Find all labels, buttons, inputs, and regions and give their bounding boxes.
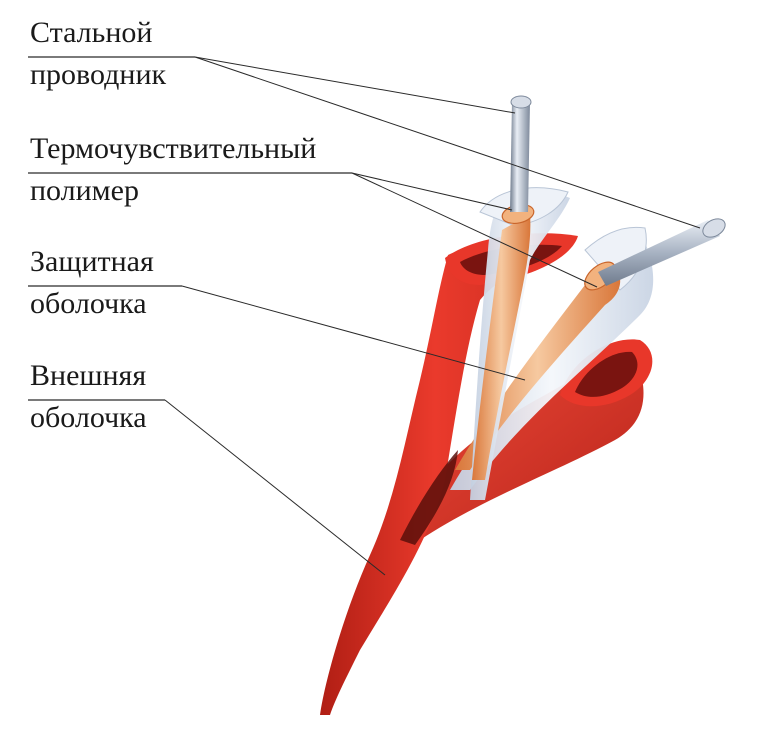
cable-illustration (320, 95, 726, 715)
leader-polymer-to-left (351, 172, 513, 211)
leader-steel-to-right (194, 56, 701, 229)
label-steel-line2: проводник (30, 58, 167, 91)
label-protective-line2: оболочка (30, 287, 147, 320)
label-outer-line2: оболочка (30, 401, 147, 434)
leader-steel-to-left (194, 56, 516, 114)
label-polymer-line2: полимер (30, 174, 139, 207)
label-steel-line1: Стальной (30, 16, 152, 49)
leader-protective (181, 285, 526, 381)
label-outer-line1: Внешняя (30, 359, 146, 392)
label-protective-line1: Защитная (30, 245, 154, 278)
split-gap (400, 450, 458, 545)
outer-sheath-left (320, 238, 575, 715)
label-polymer-line1: Термочувствительный (30, 132, 316, 165)
outer-sheath-right-cavity (575, 351, 638, 397)
leader-lines (28, 56, 701, 576)
steel-conductor-right (598, 220, 720, 286)
leader-outer (164, 399, 386, 576)
steel-conductor-left-tip (510, 95, 532, 109)
labels: Стальной проводник Термочувствительный п… (30, 16, 316, 434)
steel-conductor-right-tip (702, 218, 726, 238)
polymer-left (472, 214, 531, 480)
leader-polymer-to-right (351, 172, 598, 288)
steel-conductor-left (510, 102, 530, 212)
